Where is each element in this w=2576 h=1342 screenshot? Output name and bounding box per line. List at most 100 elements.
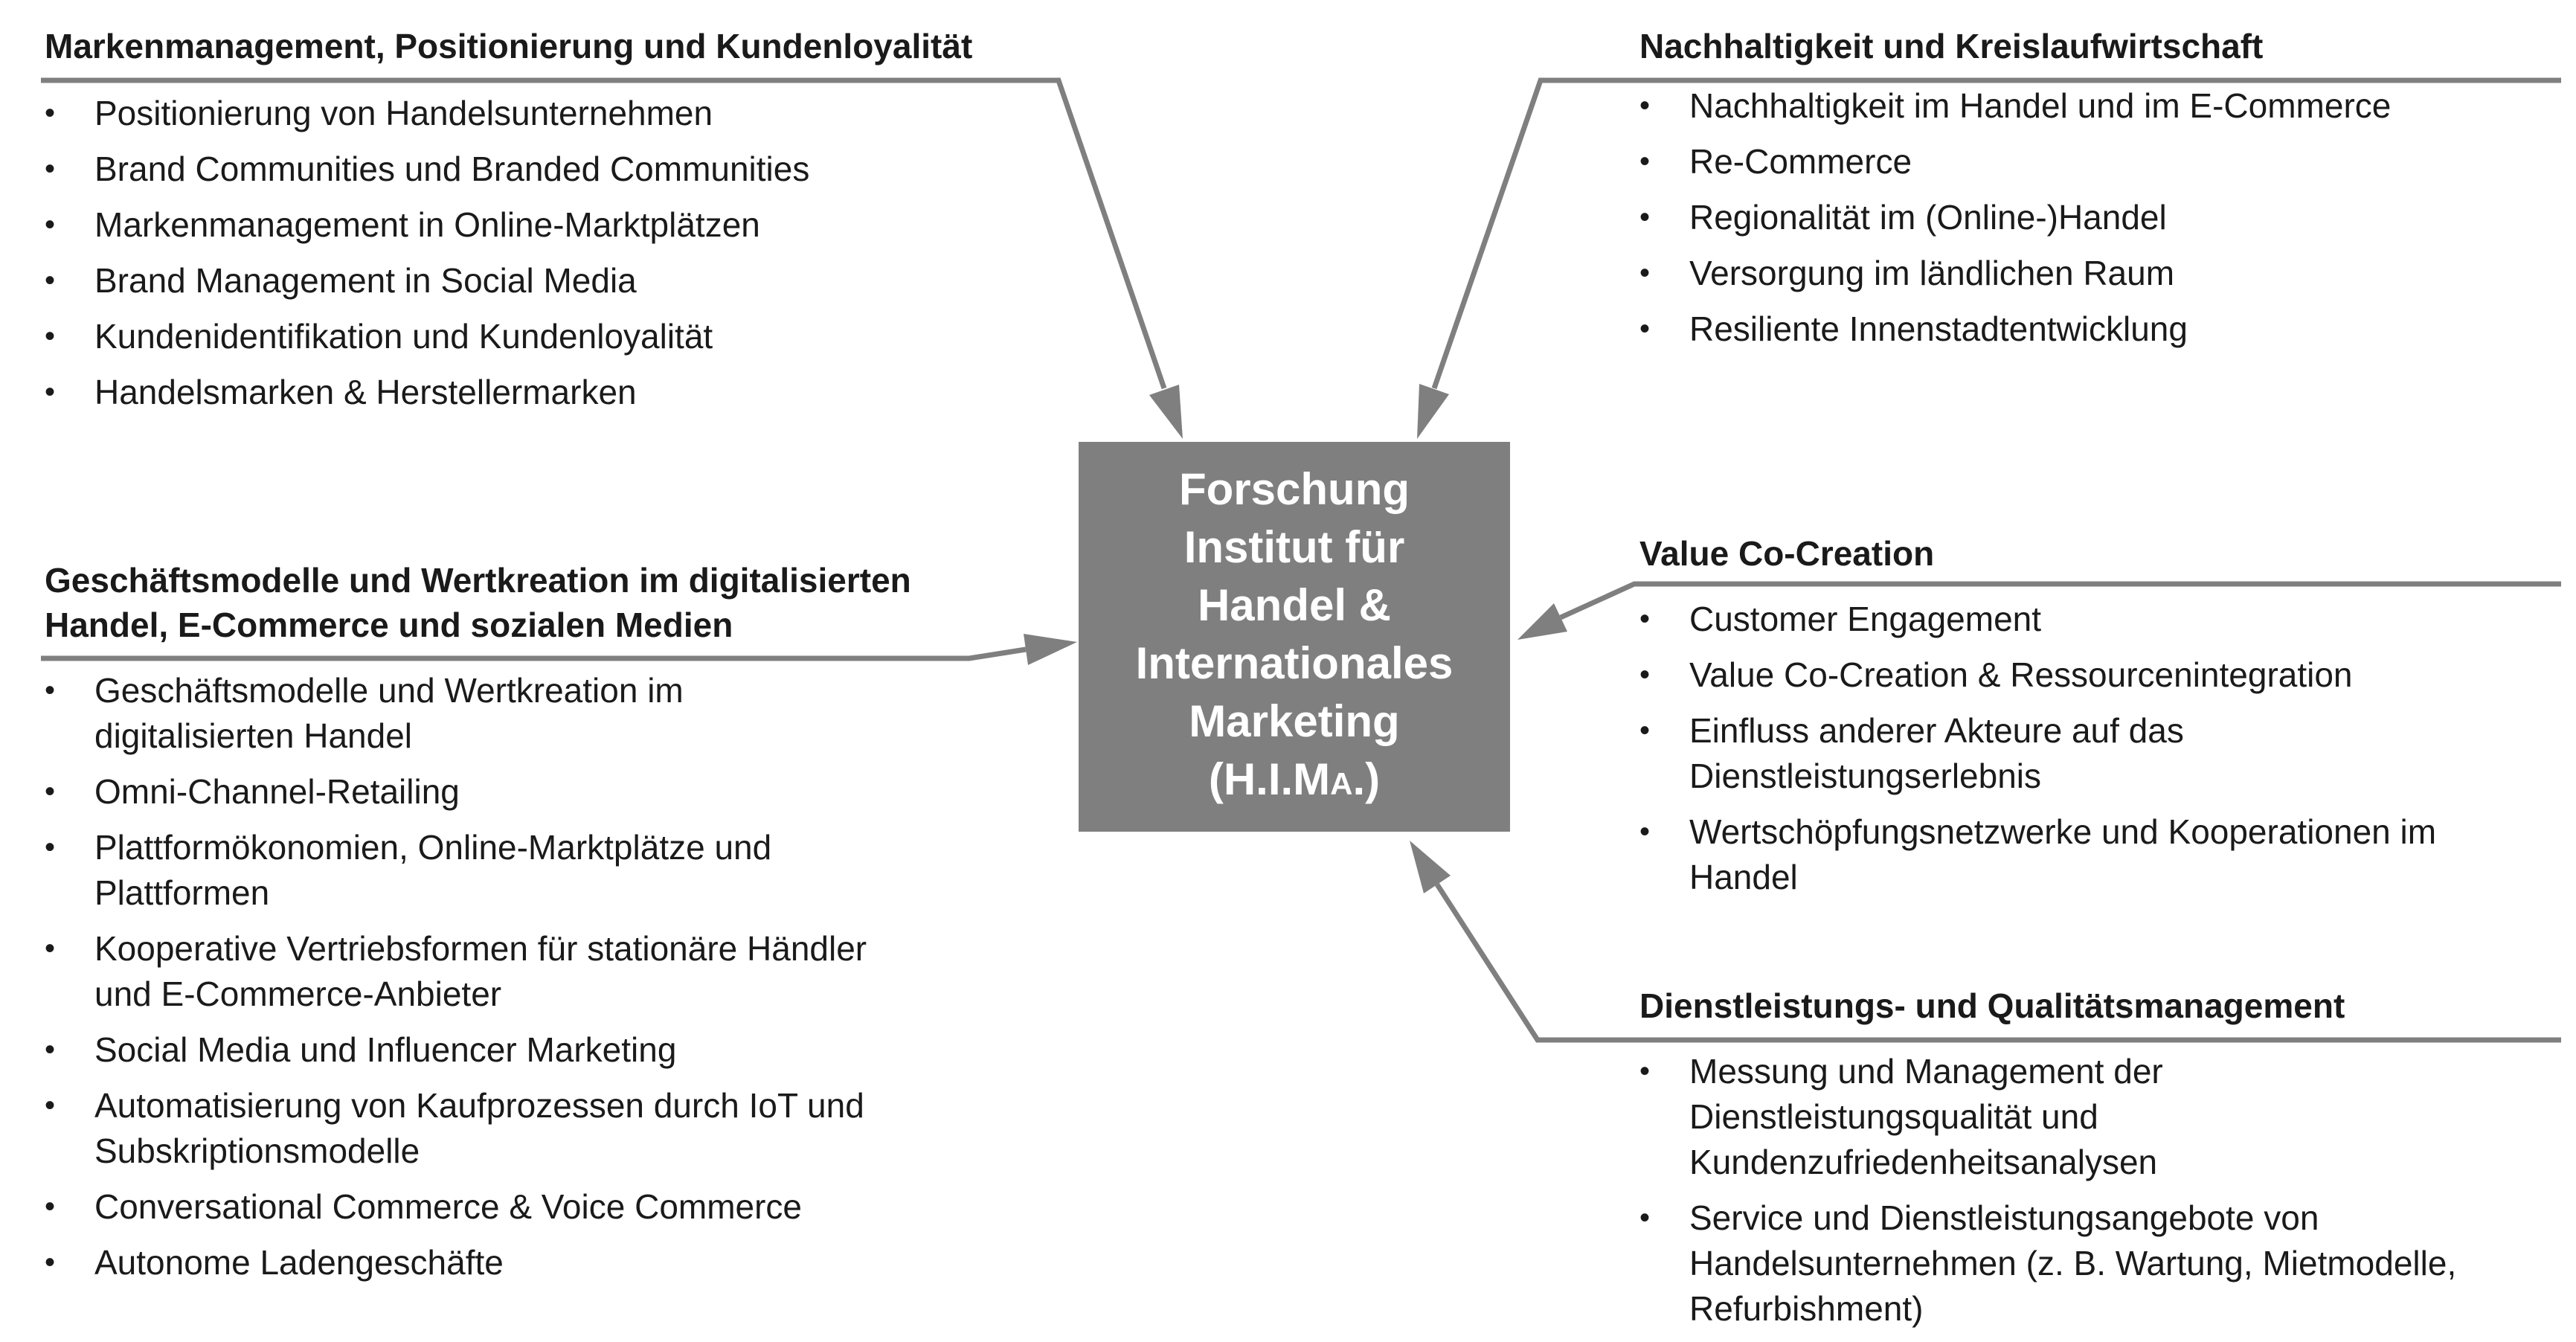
list-item-line: Dienstleistungsqualität und [1689, 1097, 2098, 1136]
list-item-text: Versorgung im ländlichen Raum [1689, 254, 2175, 292]
bullet-icon: • [1639, 312, 1651, 345]
topic-business-models: Geschäftsmodelle und Wertkreation im dig… [45, 558, 1041, 1296]
topic-sustainability-title: Nachhaltigkeit und Kreislaufwirtschaft [1639, 27, 2264, 65]
list-item: •Regionalität im (Online-)Handel [1639, 195, 2562, 240]
connector-branding [41, 77, 1167, 390]
arrowhead-service [1410, 841, 1451, 893]
list-item: • Plattformökonomien, Online-Marktplätze … [45, 825, 1041, 916]
list-item: • Re-Commerce [1639, 139, 2562, 184]
topic-cocreation-title: Value Co-Creation [1639, 534, 1935, 573]
topic-business-list: • Geschäftsmodelle und Wertkreation im dig… [45, 668, 1041, 1285]
bullet-icon: • [1639, 1055, 1651, 1088]
list-item: • Customer Engagement [1639, 597, 2562, 642]
bullet-icon: • [1639, 658, 1651, 691]
list-item: •Conversational Commerce & Voice Commerc… [45, 1184, 1041, 1230]
bullet-icon: • [45, 1033, 56, 1066]
topic-business-title-line-2: Handel, E-Commerce und sozialen Medien [45, 606, 733, 644]
list-item-line: Subskriptionsmodelle [94, 1131, 420, 1170]
topic-service-title: Dienstleistungs- und Qualitätsmanagement [1639, 986, 2345, 1025]
list-item-line: Wertschöpfungsnetzwerke und Kooperatione… [1689, 812, 2437, 851]
list-item-text: Positionierung von Handelsunternehmen [94, 94, 713, 132]
list-item-text: Regionalität im (Online-)Handel [1689, 198, 2167, 237]
list-item-line: Social Media und Influencer Marketing [94, 1030, 677, 1069]
arrowhead-business [1024, 634, 1077, 665]
topic-sustainability: Nachhaltigkeit und Kreislaufwirtschaft •… [1639, 24, 2562, 362]
list-item-line: Value Co-Creation & Ressourcenintegratio… [1689, 655, 2353, 694]
bullet-icon: • [45, 932, 56, 965]
list-item: • Social Media und Influencer Marketing [45, 1027, 1041, 1073]
list-item-text: Re-Commerce [1689, 142, 1912, 181]
center-abbreviation: (H.I.MA.) [1209, 751, 1380, 813]
bullet-icon: • [1639, 89, 1651, 122]
bullet-icon: • [1639, 257, 1651, 289]
list-item: • Kooperative Vertriebsformen für station… [45, 926, 1041, 1017]
bullet-icon: • [45, 831, 56, 864]
list-item-line: Service und Dienstleistungsangebote von [1689, 1198, 2319, 1237]
arrowhead-sustainability [1417, 384, 1449, 439]
list-item: • Positionierung von Handelsunternehmen [45, 91, 1101, 136]
list-item: • Brand Communities und Branded Communiti… [45, 147, 1101, 192]
list-item-line: Handelsunternehmen (z. B. Wartung, Mietm… [1689, 1244, 2457, 1282]
list-item-text: Brand Management in Social Media [94, 261, 637, 300]
bullet-icon: • [45, 376, 56, 408]
list-item-text: Markenmanagement in Online-Marktplätzen [94, 205, 760, 244]
list-item: • Geschäftsmodelle und Wertkreation im dig… [45, 668, 1041, 759]
abbreviation-small: A [1330, 766, 1353, 801]
bullet-icon: • [45, 97, 56, 129]
list-item-line: Dienstleistungserlebnis [1689, 757, 2042, 795]
list-item-text: Resiliente Innenstadtentwicklung [1689, 309, 2188, 348]
bullet-icon: • [1639, 603, 1651, 635]
abbreviation-open: (H.I.M [1208, 754, 1331, 804]
list-item-text: Kundenidentifikation und Kundenloyalität [94, 317, 713, 356]
bullet-icon: • [1639, 145, 1651, 178]
bullet-icon: • [45, 152, 56, 185]
list-item-line: Conversational Commerce & Voice Commerce [94, 1187, 803, 1226]
bullet-icon: • [45, 320, 56, 353]
list-item: •Wertschöpfungsnetzwerke und Kooperation… [1639, 809, 2562, 900]
list-item: • Service und Dienstleistungsangebote von… [1639, 1195, 2569, 1332]
list-item: • Kundenidentifikation und Kundenloyalitä… [45, 314, 1101, 359]
bullet-icon: • [1639, 714, 1651, 747]
list-item-line: Kundenzufriedenheitsanalysen [1689, 1143, 2158, 1181]
list-item-line: Automatisierung von Kaufprozessen durch … [94, 1086, 864, 1125]
bullet-icon: • [1639, 1201, 1651, 1234]
bullet-icon: • [45, 208, 56, 241]
center-line-5: Marketing [1189, 696, 1400, 746]
list-item-line: Kooperative Vertriebsformen für stationä… [94, 929, 867, 968]
center-line-1: Forschung [1179, 464, 1410, 514]
list-item: •Automatisierung von Kaufprozessen durch… [45, 1083, 1041, 1174]
list-item: • Autonome Ladengeschäfte [45, 1240, 1041, 1285]
topic-sustainability-list: •Nachhaltigkeit im Handel und im E-Comme… [1639, 83, 2562, 352]
arrowhead-cocreation [1517, 603, 1567, 640]
bullet-icon: • [45, 775, 56, 808]
list-item-line: Autonome Ladengeschäfte [94, 1243, 504, 1282]
center-line-2: Institut für [1183, 522, 1405, 572]
list-item-line: digitalisierten Handel [94, 716, 413, 755]
topic-value-co-creation: Value Co-Creation • Customer Engagement •… [1639, 531, 2562, 911]
bullet-icon: • [45, 674, 56, 707]
bullet-icon: • [45, 1246, 56, 1279]
list-item-line: Plattformen [94, 873, 270, 912]
list-item-line: Einfluss anderer Akteure auf das [1689, 711, 2184, 750]
arrowhead-branding [1149, 385, 1183, 439]
list-item-line: Handel [1689, 858, 1798, 896]
list-item: •Omni-Channel-Retailing [45, 769, 1041, 815]
list-item: •Brand Management in Social Media [45, 258, 1101, 304]
list-item-text: Handelsmarken & Herstellermarken [94, 373, 637, 411]
list-item-line: Geschäftsmodelle und Wertkreation im [94, 671, 684, 710]
center-institute-box: Forschung Institut für Handel & Internat… [1079, 442, 1510, 832]
list-item-text: Brand Communities und Branded Communitie… [94, 150, 810, 188]
topic-service-quality: Dienstleistungs- und Qualitätsmanagement… [1639, 983, 2569, 1342]
list-item-line: Refurbishment) [1689, 1289, 1924, 1328]
list-item-line: Plattformökonomien, Online-Marktplätze u… [94, 828, 772, 867]
connector-sustainability [1431, 77, 2561, 390]
list-item: • Versorgung im ländlichen Raum [1639, 251, 2562, 296]
list-item: •Nachhaltigkeit im Handel und im E-Comme… [1639, 83, 2562, 129]
list-item-line: Customer Engagement [1689, 600, 2042, 638]
connector-business [41, 646, 1027, 661]
list-item: • Markenmanagement in Online-Marktplätzen [45, 202, 1101, 248]
